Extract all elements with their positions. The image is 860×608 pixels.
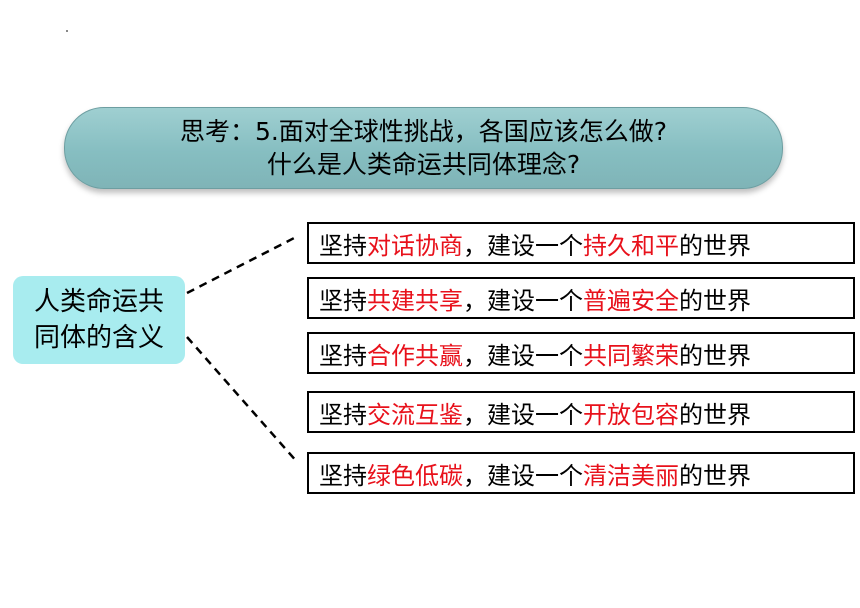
item-middle: ，建设一个 — [463, 461, 583, 490]
concept-line-1: 人类命运共 — [33, 287, 164, 317]
item-value: 交流互鉴 — [367, 400, 463, 429]
decorative-dot — [66, 30, 68, 32]
item-goal: 清洁美丽 — [583, 461, 679, 490]
item-goal: 共同繁荣 — [583, 341, 679, 370]
item-prefix: 坚持 — [319, 400, 367, 429]
item-value: 共建共享 — [367, 286, 463, 315]
item-value: 绿色低碳 — [367, 461, 463, 490]
item-suffix: 的世界 — [679, 341, 751, 370]
item-suffix: 的世界 — [679, 400, 751, 429]
meaning-item-5: 坚持绿色低碳，建设一个清洁美丽的世界 — [307, 452, 855, 494]
item-suffix: 的世界 — [679, 231, 751, 260]
item-value: 对话协商 — [367, 231, 463, 260]
connector-top — [186, 234, 299, 295]
meaning-item-4: 坚持交流互鉴，建设一个开放包容的世界 — [307, 391, 855, 433]
meaning-item-1: 坚持对话协商，建设一个持久和平的世界 — [307, 222, 855, 264]
question-banner: 思考：5.面对全球性挑战，各国应该怎么做? 什么是人类命运共同体理念? — [64, 107, 783, 189]
item-goal: 普遍安全 — [583, 286, 679, 315]
item-prefix: 坚持 — [319, 461, 367, 490]
question-line-2: 什么是人类命运共同体理念? — [266, 150, 581, 179]
item-value: 合作共赢 — [367, 341, 463, 370]
item-middle: ，建设一个 — [463, 341, 583, 370]
item-suffix: 的世界 — [679, 286, 751, 315]
item-prefix: 坚持 — [319, 231, 367, 260]
item-middle: ，建设一个 — [463, 286, 583, 315]
connector-bottom — [186, 336, 299, 464]
meaning-item-3: 坚持合作共赢，建设一个共同繁荣的世界 — [307, 332, 855, 374]
meaning-item-2: 坚持共建共享，建设一个普遍安全的世界 — [307, 277, 855, 319]
item-middle: ，建设一个 — [463, 400, 583, 429]
item-suffix: 的世界 — [679, 461, 751, 490]
item-prefix: 坚持 — [319, 286, 367, 315]
concept-line-2: 同体的含义 — [33, 323, 164, 353]
item-prefix: 坚持 — [319, 341, 367, 370]
concept-box: 人类命运共 同体的含义 — [13, 276, 185, 364]
item-goal: 持久和平 — [583, 231, 679, 260]
item-middle: ，建设一个 — [463, 231, 583, 260]
item-goal: 开放包容 — [583, 400, 679, 429]
question-line-1: 思考：5.面对全球性挑战，各国应该怎么做? — [179, 117, 668, 146]
